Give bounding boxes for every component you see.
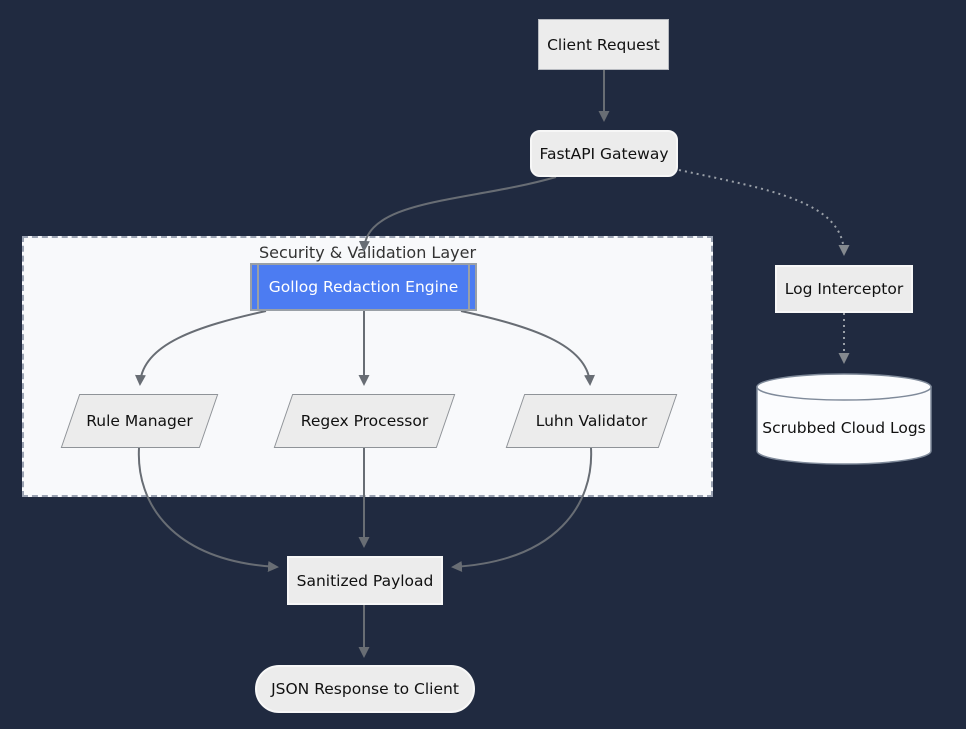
- node-gollog-redaction-engine: Gollog Redaction Engine: [250, 263, 477, 311]
- node-log-interceptor: Log Interceptor: [775, 265, 913, 313]
- node-label: Client Request: [547, 35, 660, 54]
- node-label: FastAPI Gateway: [539, 144, 669, 163]
- node-label: Log Interceptor: [784, 280, 904, 298]
- node-label: Scrubbed Cloud Logs: [762, 418, 926, 437]
- node-fastapi-gateway: FastAPI Gateway: [530, 130, 678, 177]
- node-scrubbed-cloud-logs: Scrubbed Cloud Logs: [755, 372, 933, 467]
- node-label: Sanitized Payload: [296, 571, 434, 590]
- node-regex-processor: Regex Processor: [273, 394, 456, 448]
- node-client-request: Client Request: [538, 19, 669, 70]
- node-sanitized-payload: Sanitized Payload: [287, 556, 443, 605]
- node-label: Luhn Validator: [535, 412, 648, 430]
- cylinder-shape: [756, 373, 932, 465]
- cluster-title: Security & Validation Layer: [258, 243, 477, 262]
- node-rule-manager: Rule Manager: [60, 394, 219, 448]
- node-luhn-validator: Luhn Validator: [505, 394, 678, 448]
- node-label: Regex Processor: [300, 412, 429, 430]
- node-label: Rule Manager: [86, 412, 193, 430]
- node-label: JSON Response to Client: [271, 680, 459, 698]
- node-json-response-to-client: JSON Response to Client: [255, 665, 475, 713]
- node-label: Gollog Redaction Engine: [268, 278, 459, 296]
